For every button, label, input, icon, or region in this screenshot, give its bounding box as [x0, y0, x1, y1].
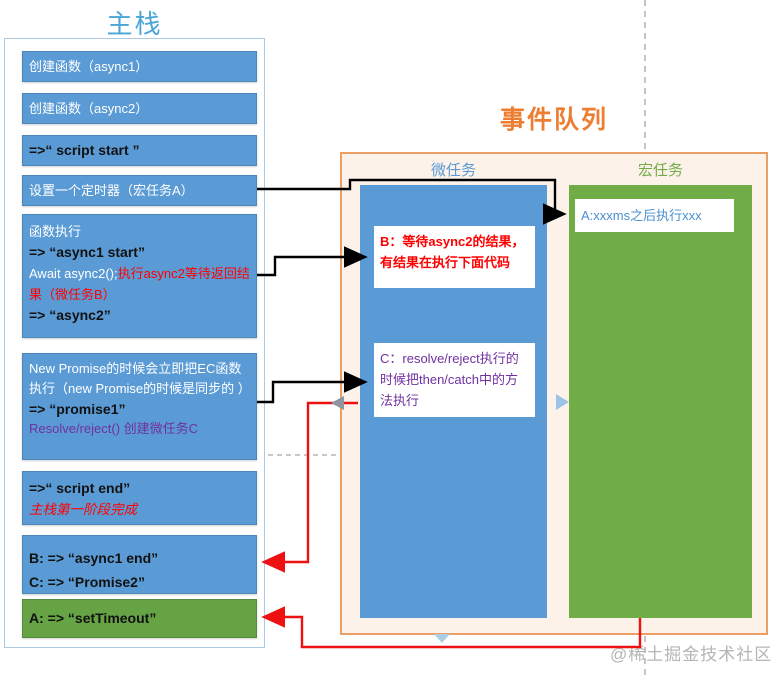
exec-line-title: 函数执行 [29, 224, 82, 239]
stack-box-create-async2: 创建函数（async2） [22, 93, 257, 124]
stack-box-bc-results: B: => “async1 end” C: => “Promise2” [22, 535, 257, 594]
promise-line-promise1: => “promise1” [29, 401, 126, 417]
stack-box-settimeout-result: A: => “setTimeout” [22, 599, 257, 638]
main-stack-title: 主栈 [106, 9, 163, 39]
microtask-label: 微任务 [430, 162, 476, 179]
microtask-c-card: C：resolve/reject执行的时候把then/catch中的方法执行 [374, 343, 535, 417]
microtask-b-card: B：等待async2的结果，有结果在执行下面代码 [374, 226, 535, 288]
event-queue-title: 事件队列 [499, 106, 608, 134]
exec-line-async2: => “async2” [29, 307, 111, 323]
promise-line-desc: New Promise的时候会立即把EC函数执行（new Promise的时候是… [29, 361, 251, 396]
stack-box-script-end: =>“ script end” 主栈第一阶段完成 [22, 471, 257, 525]
stage-done-line: 主栈第一阶段完成 [29, 502, 137, 517]
bc-line-c: C: => “Promise2” [29, 574, 145, 590]
exec-line-await: Await async2();执行async2等待返回结果（微任务B） [29, 266, 250, 302]
microtask-column: B：等待async2的结果，有结果在执行下面代码 C：resolve/rejec… [360, 185, 547, 618]
macrotask-column: A:xxxms之后执行xxx [569, 185, 752, 618]
exec-line-async1-start: => “async1 start” [29, 244, 145, 260]
event-queue-panel: 微任务 宏任务 B：等待async2的结果，有结果在执行下面代码 C：resol… [340, 152, 768, 635]
watermark: @稀土掘金技术社区 [610, 645, 773, 664]
macrotask-a-card: A:xxxms之后执行xxx [575, 199, 734, 232]
promise-line-resolve: Resolve/reject() 创建微任务C [29, 421, 199, 436]
stack-box-set-timer: 设置一个定时器（宏任务A） [22, 175, 257, 206]
stack-box-script-start: =>“ script start ” [22, 135, 257, 166]
stack-box-new-promise: New Promise的时候会立即把EC函数执行（new Promise的时候是… [22, 353, 257, 460]
down-triangle-icon [434, 634, 450, 643]
main-stack-panel: 创建函数（async1） 创建函数（async2） =>“ script sta… [4, 38, 265, 648]
bc-line-b: B: => “async1 end” [29, 550, 159, 566]
stack-box-function-exec: 函数执行 => “async1 start” Await async2();执行… [22, 214, 257, 338]
stack-box-create-async1: 创建函数（async1） [22, 51, 257, 82]
script-end-line: =>“ script end” [29, 480, 131, 496]
macrotask-label: 宏任务 [637, 162, 683, 179]
